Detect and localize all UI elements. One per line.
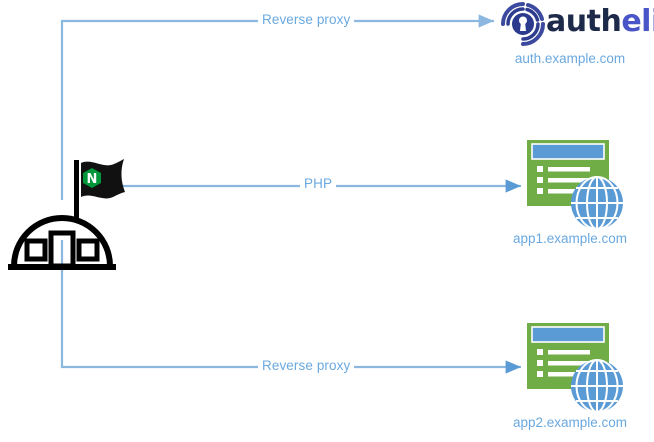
nginx-fort-flag-icon: N [8,159,125,270]
edge-label-reverse-proxy-top: Reverse proxy [258,12,355,28]
app1-host-label: app1.example.com [512,231,628,246]
edge-label-php: PHP [300,176,337,192]
connector-proxy-to-app2 [60,240,521,374]
app2-window-globe-icon [527,323,623,413]
authelia-wordmark-elia: elia [621,4,654,39]
connector-proxy-to-auth [60,14,494,200]
authelia-wordmark: authelia [546,6,654,38]
app1-window-globe-icon [527,140,623,230]
authelia-wordmark-auth: auth [546,4,622,39]
edge-label-reverse-proxy-bottom: Reverse proxy [258,358,355,374]
svg-text:N: N [87,172,98,187]
authelia-keyhole-icon [501,2,545,46]
app2-host-label: app2.example.com [512,415,628,430]
auth-host-label: auth.example.com [514,51,626,66]
